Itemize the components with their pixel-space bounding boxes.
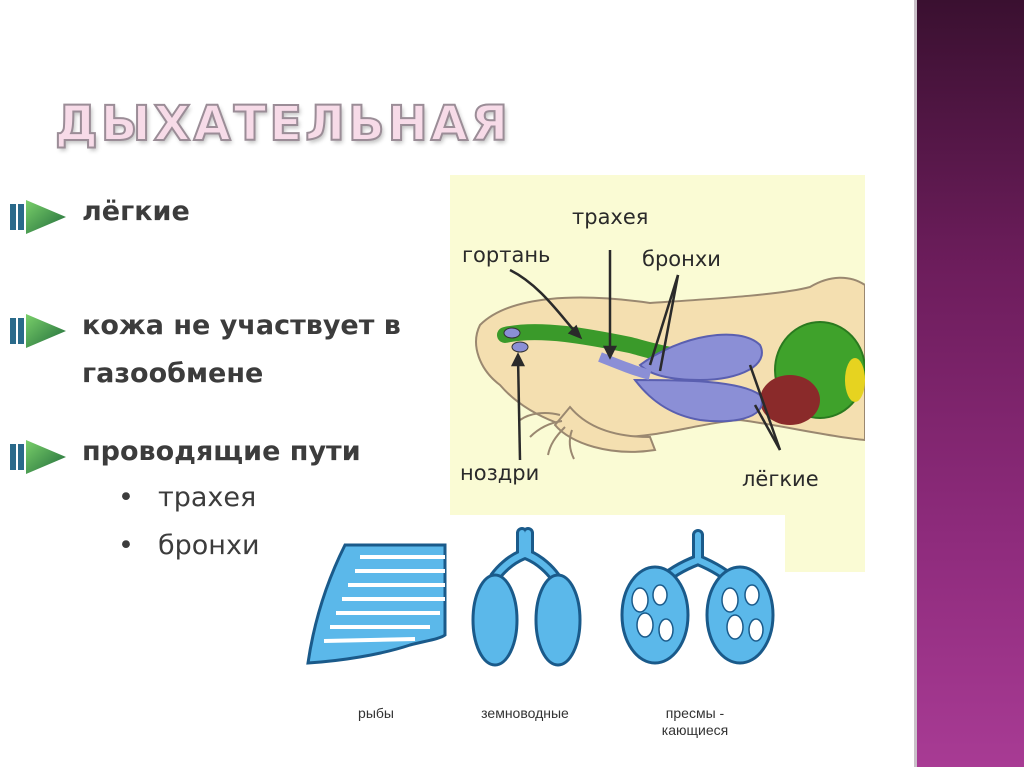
- bullet-airways: проводящие пути: [8, 430, 361, 484]
- fish-gills: [306, 543, 447, 665]
- bullet-lungs: лёгкие: [8, 190, 190, 244]
- frog-respiratory-diagram: трахея гортань бронхи ноздри лёгкие: [450, 175, 865, 572]
- lung-comparison-diagram: рыбы земноводные пресмы - кающиеся: [300, 515, 785, 767]
- bullet-text: лёгкие: [82, 196, 190, 227]
- gallbladder: [845, 358, 865, 402]
- frog-toes: [519, 411, 575, 460]
- bullet-text-line2: газообмене: [82, 358, 264, 389]
- label-lungs: лёгкие: [742, 467, 819, 491]
- label-bronchi: бронхи: [642, 247, 721, 271]
- label-arrows: [509, 250, 782, 461]
- bullet-text-block: кожа не участвует в газообмене: [70, 304, 401, 396]
- bronchi-tube: [598, 352, 652, 380]
- slide-title: ДЫХАТЕЛЬНАЯ: [54, 96, 511, 152]
- list-item: • трахея: [118, 476, 260, 520]
- reptile-lungs: [620, 529, 775, 665]
- caption-amphibians: земноводные: [481, 705, 569, 721]
- side-decor-band: [914, 0, 1024, 767]
- caption-reptiles: пресмы - кающиеся: [640, 705, 750, 739]
- lung-comparison-illustration: [306, 527, 775, 667]
- bullet-arrow-icon: [10, 200, 66, 234]
- bullet-text-line1: кожа не участвует в: [82, 310, 401, 341]
- bullet-arrow-icon: [10, 440, 66, 474]
- caption-reptiles-line1: пресмы -: [665, 705, 725, 721]
- bullet-dot-icon: •: [118, 530, 134, 561]
- frog-illustration: [475, 250, 865, 461]
- lung-lower: [632, 378, 763, 423]
- caption-reptiles-line2: кающиеся: [661, 722, 729, 738]
- label-larynx: гортань: [462, 243, 551, 267]
- list-item-text: трахея: [158, 482, 257, 513]
- liver: [760, 375, 820, 425]
- list-item-text: бронхи: [158, 530, 260, 561]
- label-nostrils: ноздри: [460, 461, 540, 485]
- caption-fish: рыбы: [358, 705, 394, 721]
- nostril: [511, 341, 529, 353]
- bullet-dot-icon: •: [118, 482, 134, 513]
- amphibian-lungs: [471, 527, 582, 667]
- bullet-text: проводящие пути: [82, 436, 361, 467]
- label-trachea: трахея: [572, 205, 649, 229]
- airways-sub-list: • трахея • бронхи: [118, 476, 260, 568]
- frog-leg: [553, 405, 657, 453]
- bullet-skin: кожа не участвует в газообмене: [8, 304, 401, 396]
- lung-upper: [638, 333, 763, 382]
- list-item: • бронхи: [118, 524, 260, 568]
- nostril: [503, 327, 521, 339]
- bullet-arrow-icon: [10, 314, 66, 348]
